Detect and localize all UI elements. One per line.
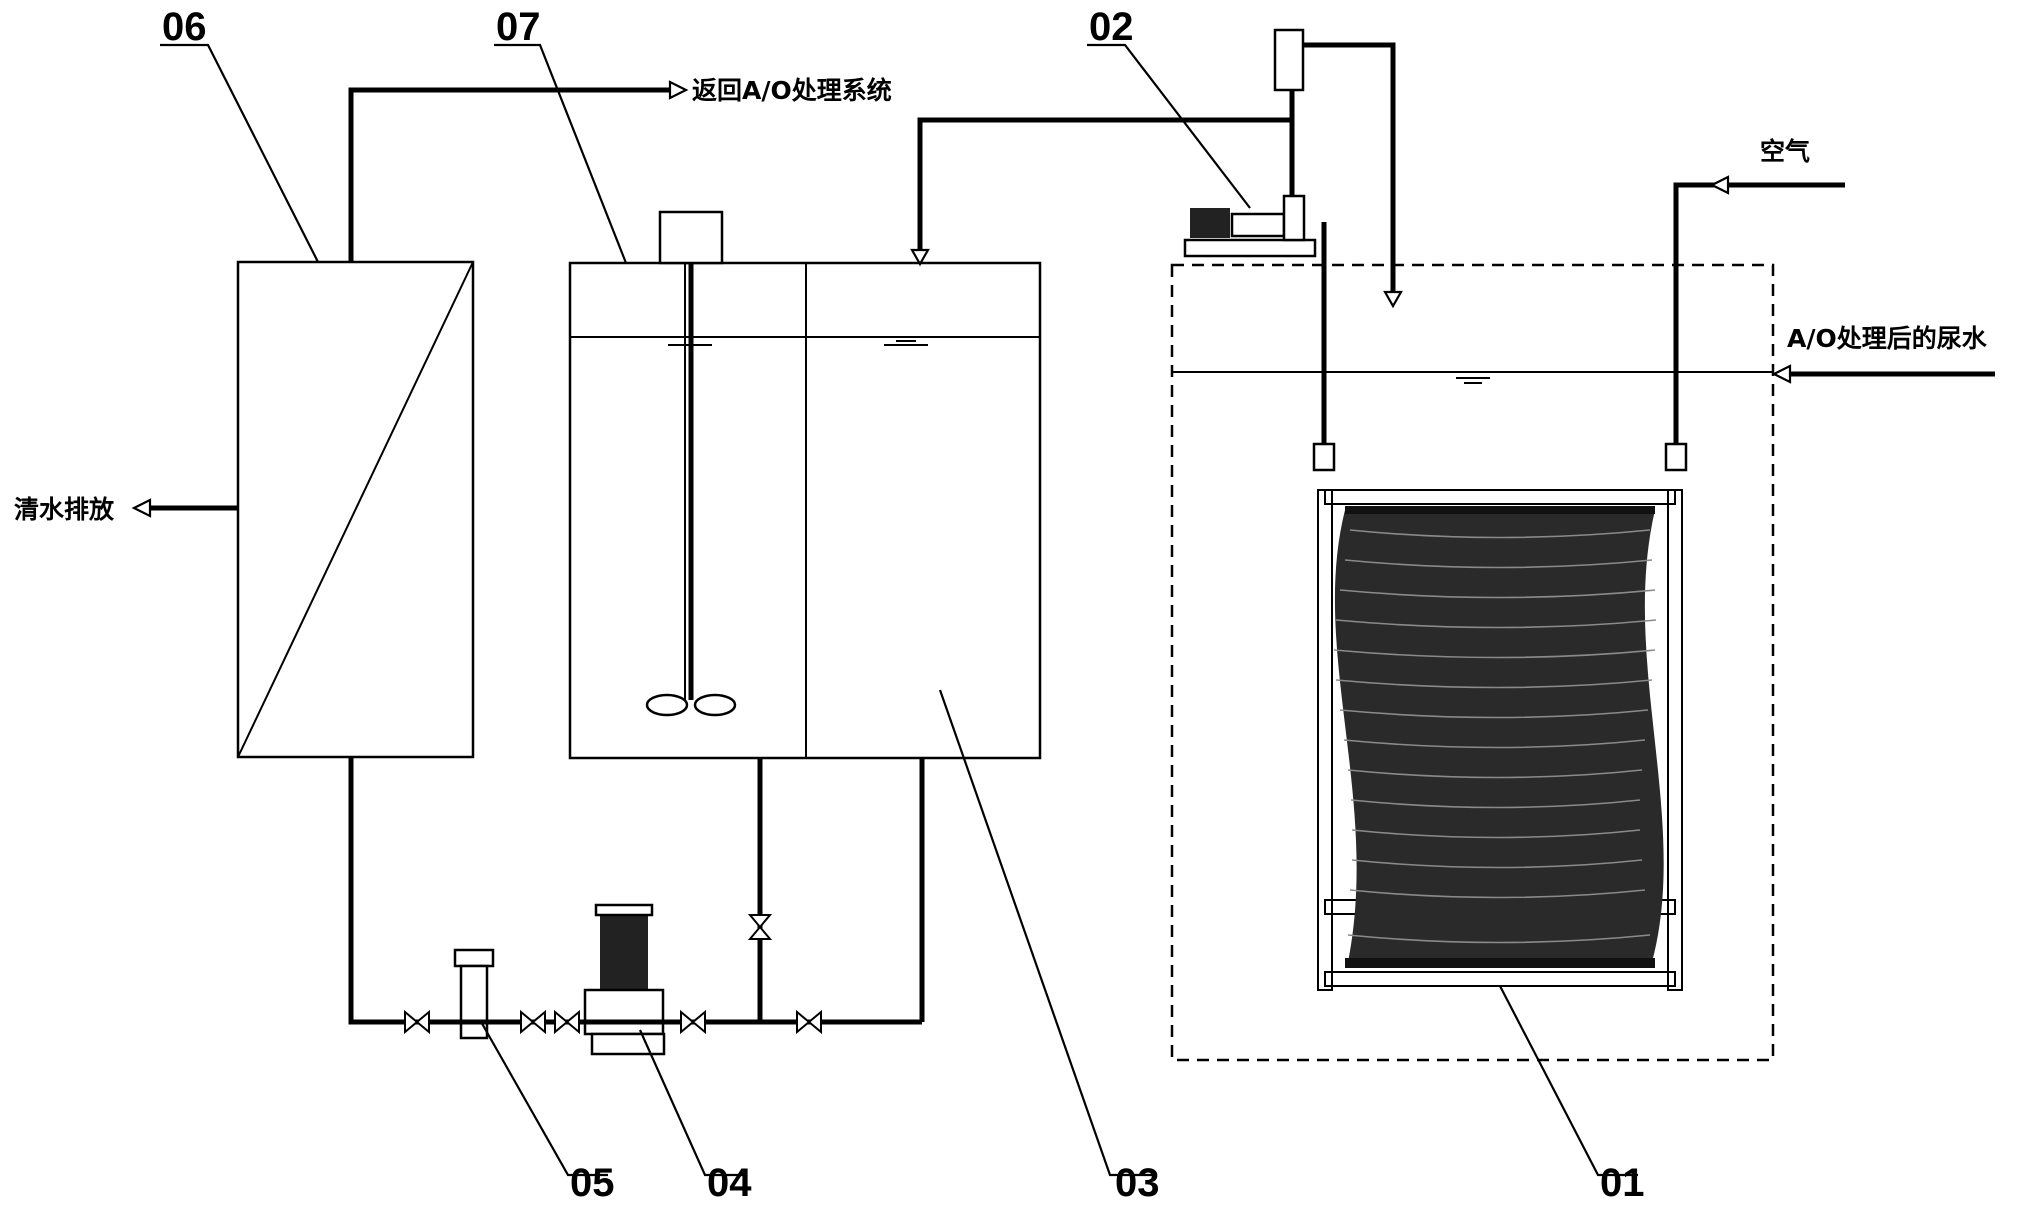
label-02: 02	[1089, 5, 1134, 49]
pump-04	[583, 903, 666, 1056]
clear-discharge-label: 清水排放	[14, 495, 115, 524]
tank-06	[236, 260, 475, 759]
tank-07-03	[568, 261, 1042, 760]
label-04: 04	[707, 1161, 752, 1205]
mbr-basin	[1170, 263, 1775, 1062]
label-05: 05	[570, 1161, 615, 1205]
piping	[150, 42, 1995, 1025]
label-03: 03	[1115, 1161, 1160, 1205]
treated-urine-label: A/O处理后的尿水	[1787, 324, 1988, 353]
air-label: 空气	[1760, 137, 1810, 166]
agitator	[645, 210, 737, 717]
leader-lines	[160, 43, 1638, 1177]
suction-pump-02	[1183, 28, 1317, 258]
filter-05	[453, 948, 495, 1040]
arrowheads	[131, 80, 1792, 518]
return-ao-label: 返回A/O处理系统	[692, 76, 892, 105]
membrane-module	[1312, 442, 1688, 991]
label-06: 06	[162, 5, 207, 49]
label-01: 01	[1600, 1161, 1645, 1205]
label-07: 07	[496, 5, 541, 49]
valves	[404, 914, 822, 1035]
